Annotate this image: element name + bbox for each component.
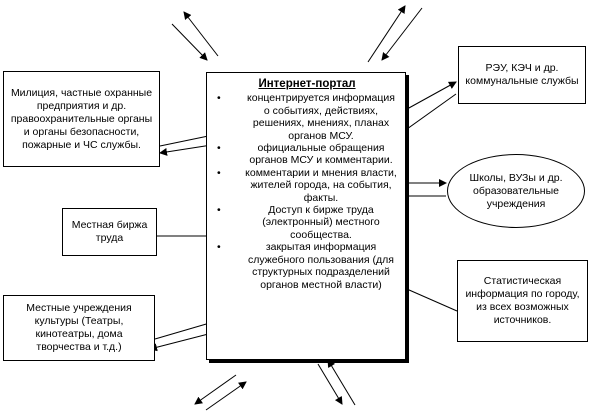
arrow-portal-to-utilities bbox=[397, 81, 457, 115]
arrow-statistics-to-portal bbox=[399, 285, 458, 312]
statistics-box: Статистическая информация по городу, из … bbox=[457, 260, 588, 342]
education-institutions-ellipse: Школы, ВУЗы и др. образовательные учрежд… bbox=[447, 154, 585, 228]
utilities-label: РЭУ, КЭЧ и др. коммунальные службы bbox=[465, 62, 579, 87]
arrow-bottom-left-in bbox=[205, 381, 247, 411]
police-services-box: Милиция, частные охранные предприятия и … bbox=[3, 71, 160, 167]
portal-title: Интернет-портал bbox=[258, 78, 356, 90]
police-services-label: Милиция, частные охранные предприятия и … bbox=[10, 86, 153, 151]
arrow-top-right-in bbox=[381, 7, 423, 61]
culture-institutions-label: Местные учреждения культуры (Театры, кин… bbox=[26, 302, 132, 353]
arrow-utilities-to-portal bbox=[399, 93, 457, 135]
portal-item: комментарии и мнения власти, жителей гор… bbox=[215, 167, 399, 204]
arrow-top-right-out bbox=[367, 5, 406, 63]
internet-portal-box: Интернет-портал концентрируется информац… bbox=[206, 72, 406, 360]
culture-institutions-box: Местные учреждения культуры (Театры, кин… bbox=[3, 295, 155, 361]
labor-exchange-label: Местная биржа труда bbox=[71, 219, 148, 244]
labor-exchange-box: Местная биржа труда bbox=[62, 208, 157, 256]
arrow-top-left-out bbox=[183, 11, 219, 57]
arrow-bottom-right-out bbox=[317, 363, 343, 405]
arrow-top-left-in bbox=[171, 23, 208, 61]
arrow-bottom-left-out bbox=[194, 374, 237, 405]
utilities-box: РЭУ, КЭЧ и др. коммунальные службы bbox=[458, 46, 586, 104]
portal-item: концентрируется информация о событиях, д… bbox=[215, 92, 399, 142]
portal-item: официальные обращения органов МСУ и комм… bbox=[215, 142, 399, 167]
arrow-bottom-right-in bbox=[327, 359, 356, 406]
portal-item: закрытая информация служебного пользован… bbox=[215, 241, 399, 291]
education-institutions-label: Школы, ВУЗы и др. образовательные учрежд… bbox=[469, 171, 563, 210]
statistics-label: Статистическая информация по городу, из … bbox=[465, 275, 580, 326]
portal-item-list: концентрируется информация о событиях, д… bbox=[215, 92, 399, 291]
portal-item: Доступ к бирже труда (электронный) местн… bbox=[215, 204, 399, 241]
